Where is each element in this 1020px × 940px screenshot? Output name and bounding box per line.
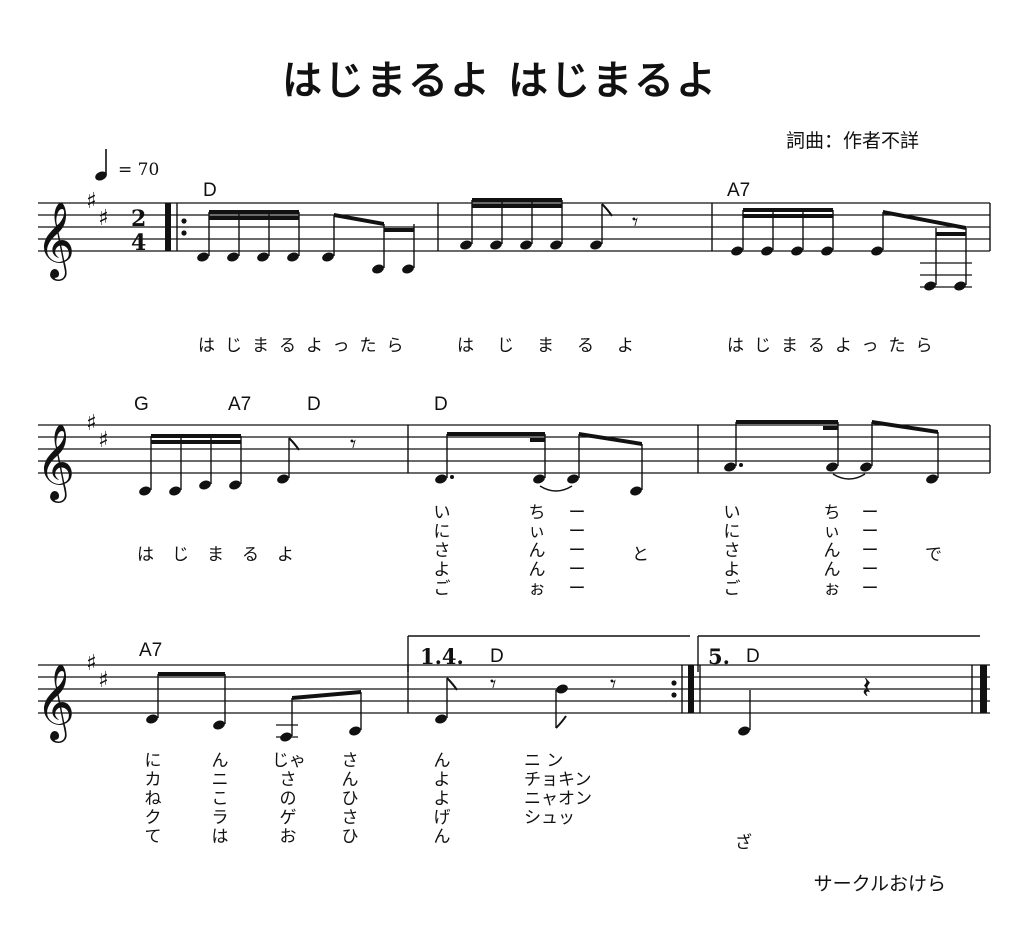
- sharp-icon: ♯: [98, 428, 109, 453]
- eighth-rest-icon: 𝄾: [632, 208, 638, 236]
- quarter-note-icon: [95, 149, 107, 181]
- treble-clef-icon: 𝄞: [36, 201, 75, 281]
- eighth-rest-icon: 𝄾: [490, 670, 496, 698]
- sharp-icon: ♯: [86, 651, 97, 676]
- sharp-icon: ♯: [98, 668, 109, 693]
- final-barline: [980, 665, 987, 713]
- staff-row-1: 𝄞 ♯ ♯ 2 4 𝄾: [36, 189, 991, 291]
- chord-a7: A7: [139, 640, 163, 661]
- repeat-end-thick-bar: [688, 665, 694, 713]
- chord-d: D: [203, 180, 217, 201]
- chord-a7: A7: [228, 394, 252, 415]
- verse-column: じゃ さ の ゲ お: [272, 751, 306, 847]
- lyric-particle: で: [925, 545, 943, 565]
- chord-d: D: [490, 646, 504, 667]
- lyric-line: はじまるよったら: [727, 336, 943, 356]
- time-signature-top: 2: [131, 206, 146, 232]
- chord-a7: A7: [727, 180, 751, 201]
- group-name: サークルおけら: [813, 873, 946, 895]
- volta-label-first: 1.4.: [420, 644, 464, 669]
- verse-column: ん ニ こ ラ は: [211, 751, 229, 847]
- measure-1-notes: [197, 252, 414, 274]
- verse-column: ん よ よ げ ん: [433, 751, 451, 847]
- tempo-value: = 70: [118, 160, 160, 180]
- chord-d: D: [307, 394, 321, 415]
- tempo-marking: = 70: [92, 146, 172, 186]
- staff-row-2: 𝄞 ♯ ♯ 𝄾: [36, 411, 991, 503]
- verse-column: に カ ね ク て: [144, 751, 162, 847]
- sharp-icon: ♯: [98, 206, 109, 231]
- verse-column: ち ぃ ん ん ぉ: [823, 503, 841, 599]
- eighth-rest-icon: 𝄾: [610, 670, 616, 698]
- eighth-rest-icon: 𝄾: [350, 430, 356, 458]
- verse-column: ー ー ー ー ー: [568, 503, 586, 599]
- verse-column: ち ぃ ん ん ぉ: [528, 503, 546, 599]
- chord-d: D: [434, 394, 448, 415]
- verse-column: ー ー ー ー ー: [861, 503, 879, 599]
- volta-label-second: 5.: [708, 644, 730, 669]
- time-signature-bottom: 4: [131, 230, 146, 256]
- lyric-final: ざ: [735, 833, 753, 853]
- quarter-rest-icon: 𝄽: [862, 671, 871, 706]
- song-title: はじまるよ はじまるよ: [282, 58, 718, 104]
- chord-d: D: [746, 646, 760, 667]
- verse-column: さ ん ひ さ ひ: [341, 751, 359, 847]
- treble-clef-icon: 𝄞: [36, 663, 75, 743]
- composer-credit: 詞曲：作者不詳: [786, 130, 920, 152]
- repeat-start-thick-bar: [165, 203, 171, 251]
- verse-column: い に さ よ ご: [723, 503, 741, 599]
- sharp-icon: ♯: [86, 411, 97, 436]
- lyric-line: はじまるよ: [137, 545, 312, 565]
- sharp-icon: ♯: [86, 189, 97, 214]
- treble-clef-icon: 𝄞: [36, 423, 75, 503]
- chord-g: G: [134, 394, 149, 415]
- staff-row-3: 𝄞 ♯ ♯ 𝄾 𝄾 𝄽: [36, 635, 990, 743]
- lyric-line: はじまるよ: [457, 336, 657, 356]
- verse-column: い に さ よ ご: [433, 503, 451, 599]
- lyric-line: はじまるよったら: [198, 336, 414, 356]
- verse-column: ニ ン チョキン ニャオン シュッ: [524, 751, 592, 828]
- lyric-particle: と: [632, 545, 650, 565]
